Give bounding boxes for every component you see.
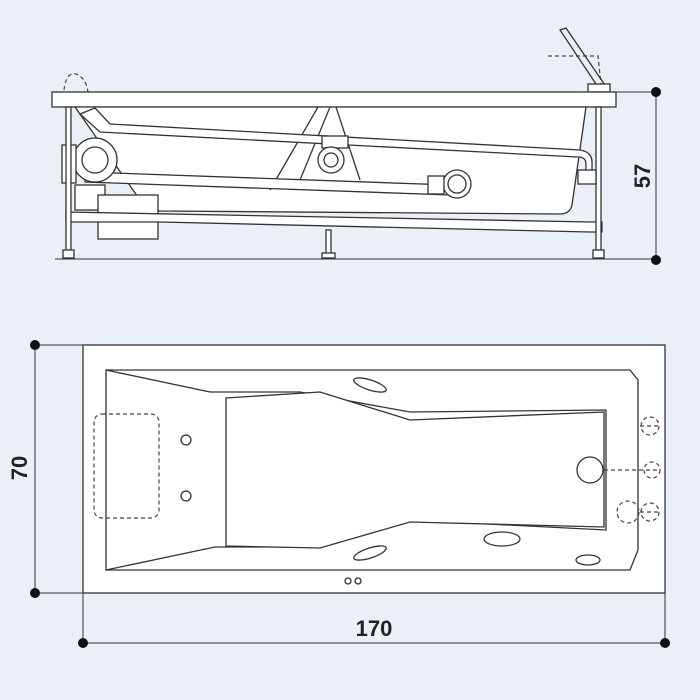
height-dimension: 57	[616, 87, 661, 265]
width-label: 70	[7, 456, 32, 480]
jet	[353, 377, 387, 393]
width-dimension: 70	[7, 340, 83, 598]
spout	[576, 456, 604, 484]
length-label: 170	[356, 616, 393, 641]
top-view: 70 170	[7, 340, 670, 648]
basin-floor	[225, 391, 605, 549]
drain	[483, 531, 521, 547]
faucet	[548, 27, 611, 93]
overflow	[575, 554, 601, 566]
side-view: 57	[51, 27, 661, 265]
tub-rim	[51, 91, 617, 108]
height-label: 57	[630, 164, 655, 188]
jet-fitting	[442, 169, 472, 199]
length-dimension: 170	[78, 593, 670, 648]
headrest	[93, 413, 160, 519]
jet	[353, 545, 387, 561]
headrest-outline	[63, 73, 89, 93]
legs	[62, 106, 605, 259]
